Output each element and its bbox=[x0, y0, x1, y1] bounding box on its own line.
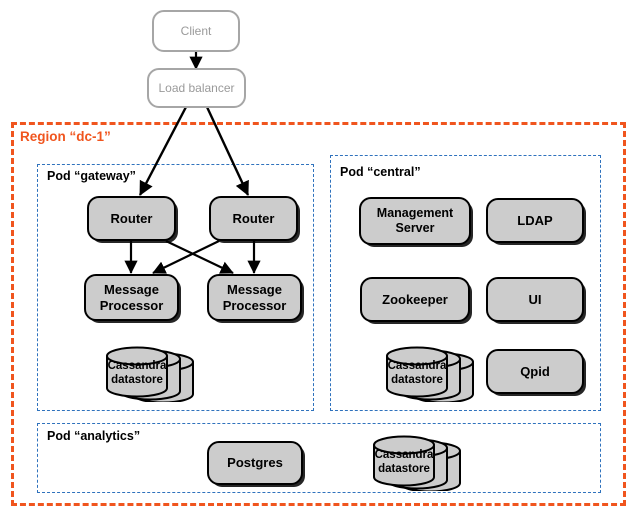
postgres-label: Postgres bbox=[227, 455, 283, 471]
message-processor-1-node: Message Processor bbox=[84, 274, 179, 321]
cassandra-datastore-analytics: Cassandra datastore bbox=[342, 427, 466, 491]
ui-label: UI bbox=[528, 291, 542, 307]
qpid-label: Qpid bbox=[520, 363, 550, 379]
load-balancer-node: Load balancer bbox=[147, 68, 246, 108]
region-dc-1 bbox=[11, 122, 626, 506]
router-1-node: Router bbox=[87, 196, 176, 241]
postgres-node: Postgres bbox=[207, 441, 303, 485]
management-server-label: Management Server bbox=[376, 205, 454, 235]
cassandra-datastore-central: Cassandra datastore bbox=[355, 338, 479, 402]
zookeeper-label: Zookeeper bbox=[382, 291, 448, 307]
load-balancer-label: Load balancer bbox=[158, 80, 235, 95]
pod-central-label: Pod “central” bbox=[338, 165, 423, 179]
message-processor-2-node: Message Processor bbox=[207, 274, 302, 321]
pod-central bbox=[330, 155, 601, 411]
region-label: Region “dc-1” bbox=[18, 129, 113, 144]
message-processor-2-label: Message Processor bbox=[222, 281, 287, 313]
qpid-node: Qpid bbox=[486, 349, 584, 394]
cassandra-datastore-gateway: Cassandra datastore bbox=[75, 338, 199, 402]
zookeeper-node: Zookeeper bbox=[360, 277, 470, 322]
pod-gateway-label: Pod “gateway” bbox=[45, 169, 138, 183]
router-1-label: Router bbox=[110, 210, 153, 226]
management-server-node: Management Server bbox=[359, 197, 471, 245]
ui-node: UI bbox=[486, 277, 584, 322]
client-label: Client bbox=[180, 23, 212, 38]
pod-analytics-label: Pod “analytics” bbox=[45, 429, 143, 443]
message-processor-1-label: Message Processor bbox=[99, 281, 164, 313]
ldap-node: LDAP bbox=[486, 198, 584, 243]
ldap-label: LDAP bbox=[517, 212, 553, 228]
router-2-label: Router bbox=[232, 210, 275, 226]
router-2-node: Router bbox=[209, 196, 298, 241]
client-node: Client bbox=[152, 10, 240, 52]
pod-analytics bbox=[37, 423, 601, 493]
